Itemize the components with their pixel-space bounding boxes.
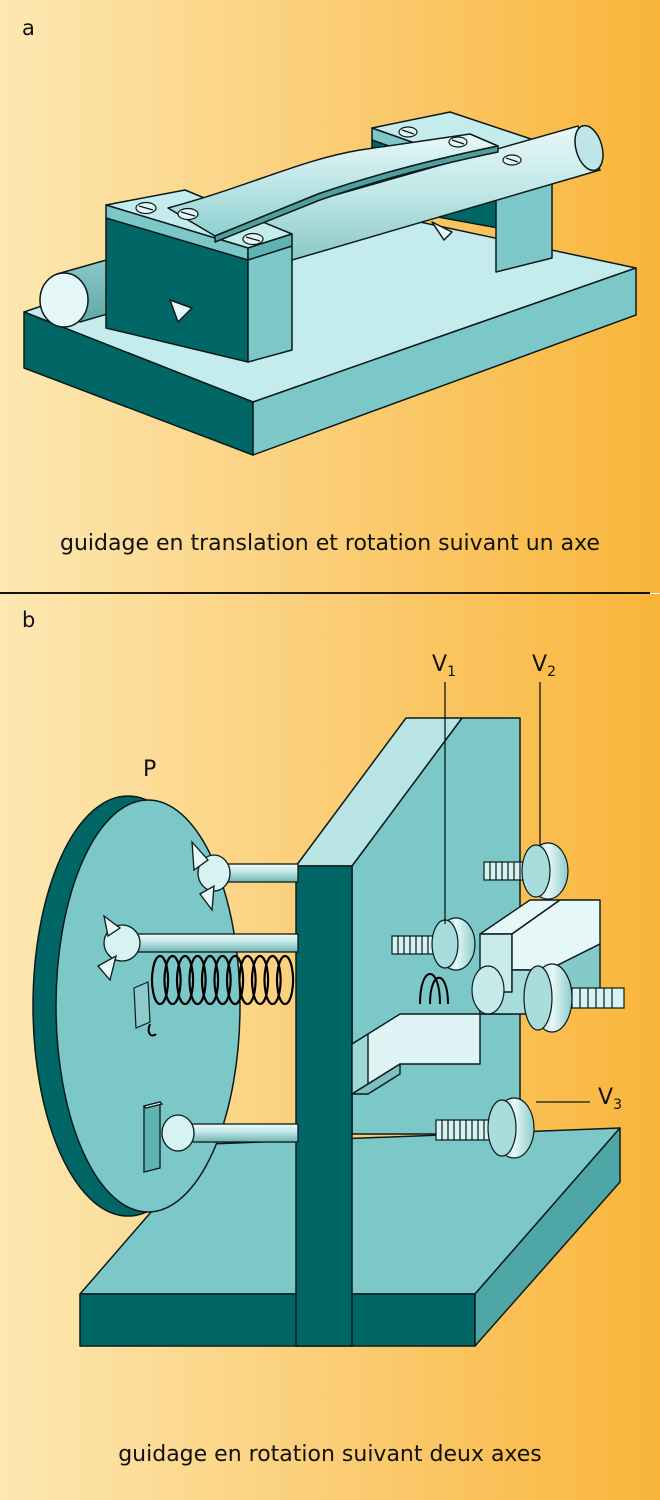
rotation-guide-illustration	[32, 682, 625, 1347]
panel-a-caption: guidage en translation et rotation suiva…	[60, 531, 600, 556]
rear-spring	[419, 973, 449, 1005]
screw-heads	[135, 126, 522, 246]
screw-center	[471, 963, 625, 1033]
translation-guide-illustration	[23, 111, 637, 456]
leader-lines	[444, 682, 590, 1103]
panel-divider	[0, 592, 650, 594]
middle-rod	[119, 933, 299, 953]
angle-bracket	[351, 899, 601, 1095]
label-v3: V3	[598, 1085, 622, 1113]
screw-v1	[391, 917, 476, 971]
coil-spring	[133, 954, 295, 1037]
label-v1: V1	[432, 652, 456, 680]
leaf-spring	[167, 133, 499, 243]
panel-a-letter: a	[22, 16, 35, 40]
label-v2: V2	[532, 652, 556, 680]
screw-v3	[435, 1097, 535, 1159]
base-plate	[23, 204, 637, 456]
panel-b: b	[0, 594, 660, 1500]
panel-b-letter: b	[22, 608, 36, 632]
panel-a: a	[0, 0, 660, 593]
connecting-rods	[96, 840, 299, 1173]
panel-b-caption: guidage en rotation suivant deux axes	[118, 1442, 542, 1467]
label-p: P	[143, 757, 157, 782]
adjusting-screws	[391, 842, 625, 1159]
screw-v2	[483, 842, 569, 900]
